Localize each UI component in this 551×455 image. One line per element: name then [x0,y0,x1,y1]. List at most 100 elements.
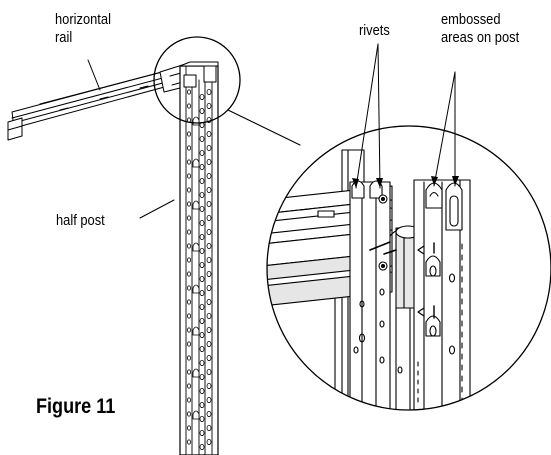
post-emboss [192,368,200,378]
post-hole [186,131,191,137]
post-hole [199,331,205,338]
post-hole [199,247,205,254]
post-hole [199,401,205,408]
post-hole [199,149,205,156]
post-hole [186,313,191,319]
callout-leaders [87,43,456,219]
post-hole [206,326,212,333]
post-hole [186,397,191,403]
post-hole-pattern [186,89,212,450]
post-emboss [192,242,200,252]
post-hole [199,108,205,115]
post-hole [206,438,212,445]
post-emboss [192,158,200,168]
post-emboss [192,410,200,420]
half-post [179,61,219,455]
post-hole [206,103,212,110]
post-hole [186,439,191,445]
post-emboss [192,200,200,210]
post-hole [199,415,205,422]
magnified-detail [267,149,471,410]
half-post-label: half post [56,212,105,229]
post-hole [206,298,212,305]
rivets-leader-left [355,43,379,189]
post-hole [199,303,205,310]
post-hole [206,340,212,347]
post-hole [206,228,212,235]
post-hole [186,173,191,179]
embossed-label-line1: embossed [441,11,501,28]
post-hole [186,89,191,95]
embossed-label-line2: areas on post [441,29,520,46]
post-hole [186,229,191,235]
post-hole [186,215,191,221]
post-hole [206,354,212,361]
post-hole [199,135,205,142]
figure-title: Figure 11 [36,395,116,418]
post-hole [206,89,212,96]
post-hole [199,359,205,366]
post-hole [206,424,212,431]
post-hole [186,243,191,249]
post-hole [206,214,212,221]
post-hole [199,191,205,198]
post-hole [199,261,205,268]
horizontal-rail-label-line2: rail [55,29,73,46]
post-hole [206,172,212,179]
post-hole [206,410,212,417]
post-hole [186,103,191,109]
post-hole [199,443,205,450]
magnifier-leader-line [227,109,301,146]
post-hole [199,163,205,170]
post-hole [186,327,191,333]
post-emboss [192,116,200,126]
embossed-areas-label: embossed areas on post [441,11,519,47]
horizontal-rail [7,61,197,141]
post-hole [186,285,191,291]
detail-magnifier-circle [266,125,551,411]
post-hole [199,289,205,296]
post-hole [199,387,205,394]
embossed-leader-left [433,71,456,187]
post-hole [186,383,191,389]
post-hole [206,382,212,389]
horizontal-rail-label: horizontal rail [55,11,111,47]
rivets-leader-right [377,43,381,189]
post-hole [186,369,191,375]
post-hole [186,159,191,165]
post-hole [186,257,191,263]
post-hole [206,256,212,263]
post-hole [206,186,212,193]
post-hole [199,233,205,240]
post-hole [206,312,212,319]
post-hole [199,177,205,184]
post-hole [186,201,191,207]
post-hole [186,341,191,347]
post-hole [206,284,212,291]
post-hole [199,345,205,352]
post-hole [199,317,205,324]
post-hole [206,396,212,403]
detail-source-circle [153,36,241,124]
callout-arrowheads [352,176,459,188]
post-hole [186,145,191,151]
post-hole [199,275,205,282]
post-hole [206,270,212,277]
post-hole [199,94,205,101]
post-hole [186,425,191,431]
post-hole [206,130,212,137]
half-post-leader [139,199,175,219]
post-emboss [192,284,200,294]
post-hole [199,219,205,226]
post-hole [206,242,212,249]
post-emboss [192,326,200,336]
post-hole [186,299,191,305]
post-hole [186,355,191,361]
horizontal-rail-label-line1: horizontal [55,11,111,28]
rivets-label: rivets [359,22,390,39]
post-hole [186,271,191,277]
post-hole [206,200,212,207]
post-hole [206,158,212,165]
